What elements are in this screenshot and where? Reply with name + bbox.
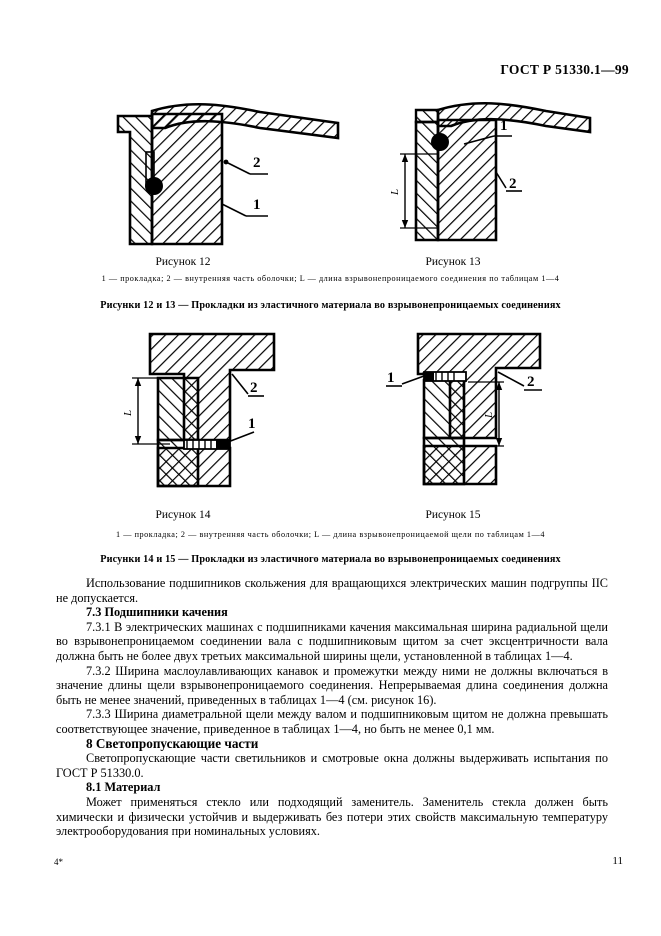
figure-14: L 2 1: [108, 328, 348, 506]
figure-13-callout-1: 1: [500, 118, 508, 134]
figure-15-callout-2: 2: [527, 374, 535, 390]
figure-15-drawing: L 1 2: [386, 332, 542, 486]
figure-12-drawing: 2 1: [116, 102, 340, 246]
figure-15: L 1 2: [378, 328, 618, 506]
paragraph-7-3-2: 7.3.2 Ширина маслоулавливающих канавок и…: [56, 663, 608, 707]
paragraph-bearings: Использование подшипников скольжения для…: [56, 576, 608, 605]
figure-15-caption: Рисунок 15: [425, 509, 481, 521]
figure-14-callout-2: 2: [250, 380, 258, 396]
heading-8-1: 8.1 Материал: [86, 780, 161, 795]
figure-14-drawing: L 2 1: [122, 332, 276, 488]
paragraph-8: Светопропускающие части светильников и с…: [56, 751, 608, 780]
figure-13-callout-2: 2: [509, 176, 517, 192]
gasket-marker: [431, 133, 449, 151]
figure-12-caption: Рисунок 12: [155, 256, 211, 268]
figure-13-dimension-label: L: [389, 189, 401, 196]
figures-12-13-legend: 1 — прокладка; 2 — внутренняя часть обол…: [101, 274, 560, 283]
figure-13-caption: Рисунок 13: [425, 256, 481, 268]
figures-14-15-legend: 1 — прокладка; 2 — внутренняя часть обол…: [116, 530, 545, 539]
paragraph-7-3-3: 7.3.3 Ширина диаметральной щели между ва…: [56, 707, 608, 736]
page-number: 11: [612, 855, 623, 867]
figures-14-15-title: Рисунки 14 и 15 — Прокладки из эластично…: [100, 554, 561, 565]
figure-14-dimension-label: L: [122, 410, 134, 417]
figures-12-13-title: Рисунки 12 и 13 — Прокладки из эластично…: [100, 300, 561, 311]
figure-15-callout-1: 1: [387, 370, 395, 386]
standard-header: ГОСТ Р 51330.1—99: [500, 62, 629, 77]
figure-13: L 1 2: [378, 92, 614, 252]
body-text-block: Использование подшипников скольжения для…: [56, 576, 608, 839]
heading-7-3: 7.3 Подшипники качения: [86, 605, 228, 620]
footer-signature-mark: 4*: [54, 857, 63, 867]
figure-13-drawing: L 1 2: [389, 101, 592, 242]
figure-15-dimension-label: L: [483, 412, 495, 419]
figure-14-caption: Рисунок 14: [155, 509, 211, 521]
figure-12-callout-2: 2: [253, 155, 261, 171]
paragraph-8-1: Может применяться стекло или подходящий …: [56, 794, 608, 839]
figure-14-callout-1: 1: [248, 416, 256, 432]
figure-12: 2 1: [110, 92, 340, 252]
figure-12-callout-1: 1: [253, 197, 261, 213]
paragraph-7-3-1: 7.3.1 В электрических машинах с подшипни…: [56, 619, 608, 663]
heading-8: 8 Светопропускающие части: [86, 735, 259, 751]
